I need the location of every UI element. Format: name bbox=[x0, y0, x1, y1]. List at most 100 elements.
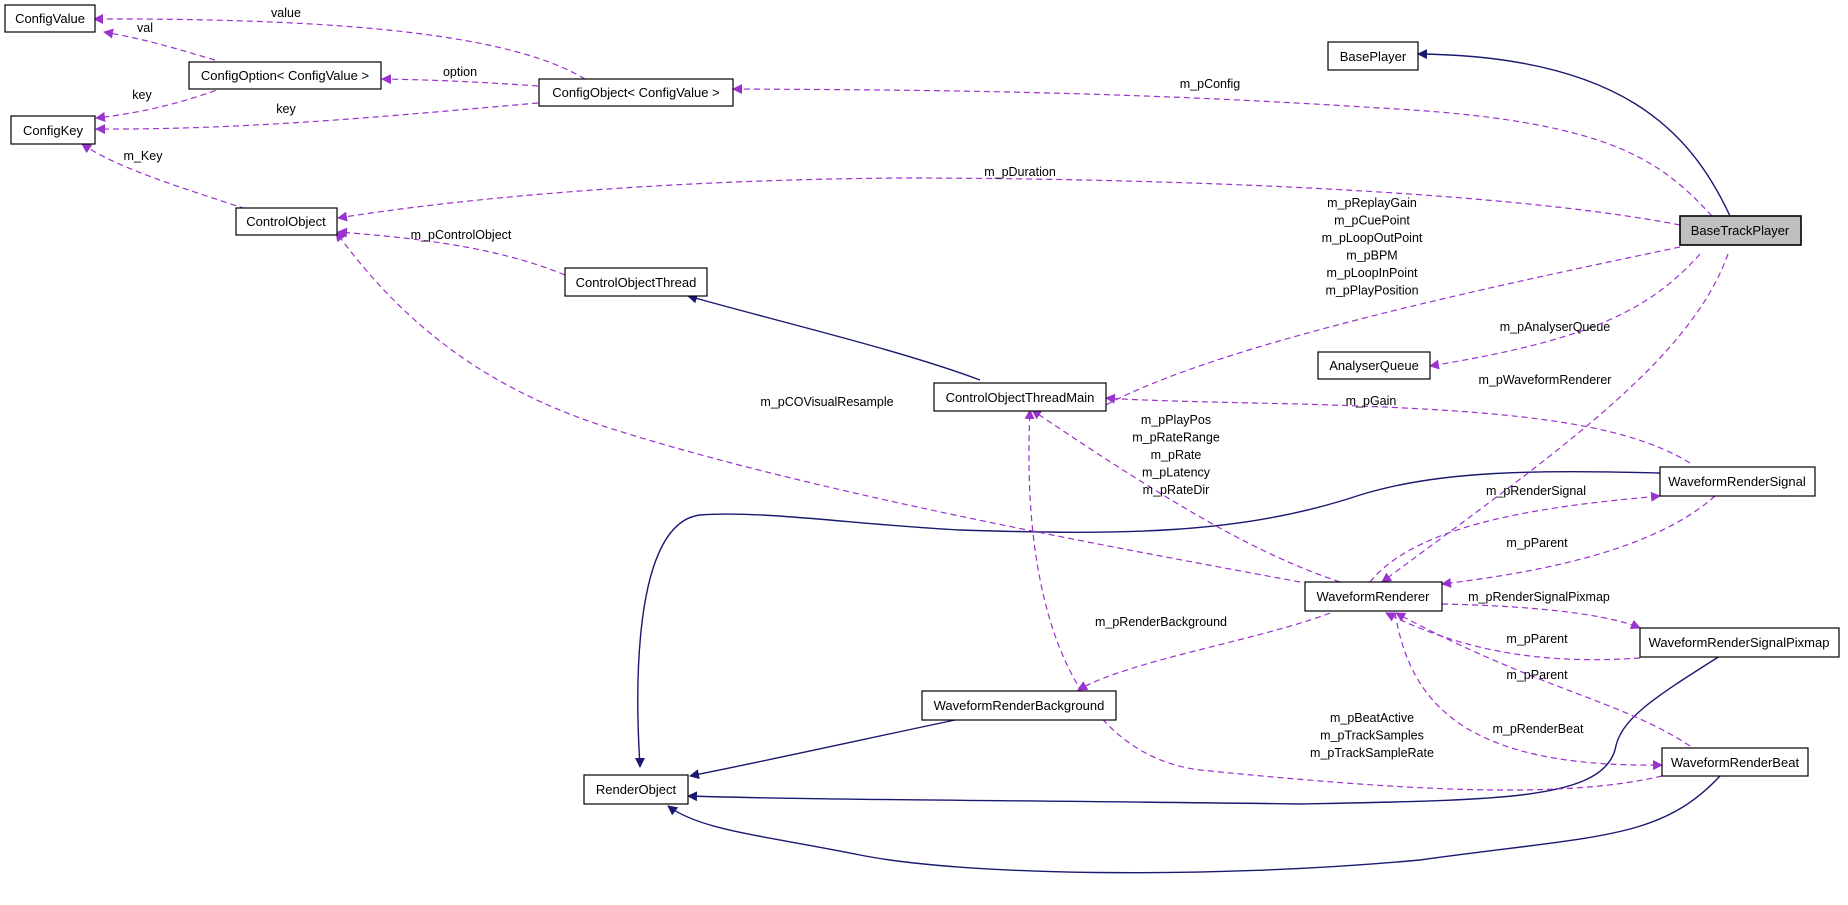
edge-label-line: m_pReplayGain bbox=[1327, 196, 1417, 210]
node-controlobjectthreadmain[interactable]: ControlObjectThreadMain bbox=[933, 382, 1107, 412]
edge-label-m-pconfig: m_pConfig bbox=[1180, 77, 1240, 91]
edge-signal-uses-ctmain bbox=[1105, 393, 1691, 464]
edge-label-m-prenderbeat: m_pRenderBeat bbox=[1492, 722, 1584, 736]
edge-label-line: m_pPlayPosition bbox=[1325, 284, 1418, 298]
edge-label-m-prendersignal: m_pRenderSignal bbox=[1486, 484, 1586, 498]
node-label: ControlObjectThread bbox=[576, 275, 697, 290]
edge-label-m-panalyserqueue: m_pAnalyserQueue bbox=[1500, 320, 1611, 334]
edge-label-m-pparent-pixmap: m_pParent bbox=[1506, 632, 1568, 646]
edge-label-line: m_pRenderSignal bbox=[1486, 484, 1586, 498]
edge-waveformrenderer-uses-background bbox=[1077, 612, 1331, 691]
edge-label-val: val bbox=[137, 21, 153, 35]
node-label: ConfigKey bbox=[23, 123, 83, 138]
node-waveformrenderer[interactable]: WaveformRenderer bbox=[1304, 581, 1443, 612]
edge-ctmain-inherits-ctthread bbox=[687, 293, 981, 381]
edge-label-m-pcovisualresample: m_pCOVisualResample bbox=[760, 395, 893, 409]
edge-configoption-uses-configvalue bbox=[103, 28, 216, 61]
edge-waveformrenderer-uses-controlobject bbox=[335, 231, 1301, 583]
edge-waveformrenderer-uses-beat bbox=[1394, 612, 1663, 771]
edge-waveformrenderer-uses-signal bbox=[1369, 491, 1661, 583]
node-waveformrendersignal[interactable]: WaveformRenderSignal bbox=[1659, 466, 1816, 497]
edge-waveformrenderer-uses-ctmain bbox=[1031, 409, 1341, 583]
edge-label-m-pwaveformrenderer: m_pWaveformRenderer bbox=[1479, 373, 1612, 387]
node-renderobject[interactable]: RenderObject bbox=[583, 774, 689, 805]
node-basetrackplayer[interactable]: BaseTrackPlayer bbox=[1679, 215, 1802, 246]
edge-label-m-prenderbackground: m_pRenderBackground bbox=[1095, 615, 1227, 629]
edge-configoption-uses-configkey bbox=[95, 86, 226, 122]
edge-basetrackplayer-uses-configobject bbox=[732, 84, 1713, 217]
node-controlobject[interactable]: ControlObject bbox=[235, 207, 338, 236]
edge-label-line: m_pLoopInPoint bbox=[1326, 266, 1418, 280]
node-waveformrenderbackground[interactable]: WaveformRenderBackground bbox=[921, 690, 1117, 721]
edge-basetrackplayer-uses-waveformrenderer bbox=[1381, 253, 1729, 583]
edge-label-line: m_pParent bbox=[1506, 632, 1568, 646]
node-configoption[interactable]: ConfigOption< ConfigValue > bbox=[188, 61, 382, 90]
node-label: WaveformRenderSignalPixmap bbox=[1649, 635, 1830, 650]
edge-label-option: option bbox=[443, 65, 477, 79]
edge-label-m-pgain: m_pGain bbox=[1346, 394, 1397, 408]
node-label: WaveformRenderSignal bbox=[1668, 474, 1806, 489]
node-controlobjectthread[interactable]: ControlObjectThread bbox=[564, 267, 708, 297]
edge-label-line: value bbox=[271, 6, 301, 20]
edge-label-key-configobject: key bbox=[276, 102, 296, 116]
edge-label-line: m_pTrackSamples bbox=[1320, 729, 1424, 743]
edge-label-line: key bbox=[276, 102, 296, 116]
edge-label-line: key bbox=[132, 88, 152, 102]
edge-beat-uses-waveformrenderer bbox=[1395, 612, 1691, 747]
edge-basetrackplayer-uses-controlobject bbox=[337, 177, 1681, 226]
edge-label-line: m_pRenderBeat bbox=[1492, 722, 1584, 736]
node-label: ConfigObject< ConfigValue > bbox=[552, 85, 719, 100]
edge-label-line: m_pPlayPos bbox=[1141, 413, 1211, 427]
edge-ctthread-uses-controlobject bbox=[337, 227, 566, 276]
node-label: WaveformRenderBackground bbox=[934, 698, 1105, 713]
edge-label-line: val bbox=[137, 21, 153, 35]
edge-label-m-prendersignalpixmap: m_pRenderSignalPixmap bbox=[1468, 590, 1610, 604]
edge-label-m-pparent-beat: m_pParent bbox=[1506, 668, 1568, 682]
node-label: WaveformRenderBeat bbox=[1671, 755, 1800, 770]
edge-basetrackplayer-inherits-baseplayer bbox=[1417, 49, 1731, 217]
node-label: ControlObjectThreadMain bbox=[946, 390, 1095, 405]
edge-signal-inherits-renderobject bbox=[634, 470, 1661, 768]
node-configobject[interactable]: ConfigObject< ConfigValue > bbox=[538, 78, 734, 107]
edge-label-line: m_pParent bbox=[1506, 668, 1568, 682]
node-waveformrendersignalpixmap[interactable]: WaveformRenderSignalPixmap bbox=[1639, 627, 1840, 658]
edge-label-m-pparent-signal: m_pParent bbox=[1506, 536, 1568, 550]
edge-background-inherits-renderobject bbox=[689, 719, 956, 780]
edge-waveformrenderer-uses-pixmap bbox=[1441, 603, 1641, 630]
edge-label-line: m_pBeatActive bbox=[1330, 711, 1414, 725]
edge-signal-uses-waveformrenderer bbox=[1441, 495, 1716, 588]
edge-label-line: m_pCOVisualResample bbox=[760, 395, 893, 409]
edge-configobject-uses-configkey bbox=[95, 102, 539, 135]
edge-label-line: m_Key bbox=[124, 149, 164, 163]
edge-label-line: option bbox=[443, 65, 477, 79]
edge-label-line: m_pDuration bbox=[984, 165, 1056, 179]
edge-label-value: value bbox=[271, 6, 301, 20]
edge-label-line: m_pWaveformRenderer bbox=[1479, 373, 1612, 387]
edge-label-line: m_pRate bbox=[1151, 448, 1202, 462]
edge-label-line: m_pControlObject bbox=[411, 228, 512, 242]
edge-label-line: m_pParent bbox=[1506, 536, 1568, 550]
node-label: BaseTrackPlayer bbox=[1691, 223, 1790, 238]
node-analyserqueue[interactable]: AnalyserQueue bbox=[1317, 351, 1431, 380]
node-configkey[interactable]: ConfigKey bbox=[10, 115, 96, 145]
node-configvalue[interactable]: ConfigValue bbox=[4, 4, 96, 33]
node-label: ConfigOption< ConfigValue > bbox=[201, 68, 369, 83]
edge-label-line: m_pRenderBackground bbox=[1095, 615, 1227, 629]
edge-basetrackplayer-uses-ctmain bbox=[1094, 246, 1681, 412]
edge-beat-inherits-renderobject bbox=[667, 775, 1721, 874]
node-label: ConfigValue bbox=[15, 11, 85, 26]
edge-label-line: m_pLoopOutPoint bbox=[1322, 231, 1423, 245]
edge-label-line: m_pRateRange bbox=[1132, 431, 1220, 445]
edge-label-line: m_pRenderSignalPixmap bbox=[1468, 590, 1610, 604]
edge-label-m-key: m_Key bbox=[124, 149, 164, 163]
edge-pixmap-inherits-renderobject bbox=[687, 655, 1721, 805]
node-waveformrenderbeat[interactable]: WaveformRenderBeat bbox=[1661, 747, 1809, 777]
node-label: BasePlayer bbox=[1340, 49, 1407, 64]
edge-configobject-uses-configvalue bbox=[93, 13, 586, 80]
edge-label-line: m_pConfig bbox=[1180, 77, 1240, 91]
node-baseplayer[interactable]: BasePlayer bbox=[1327, 41, 1419, 71]
edge-configobject-uses-configoption bbox=[381, 74, 539, 87]
